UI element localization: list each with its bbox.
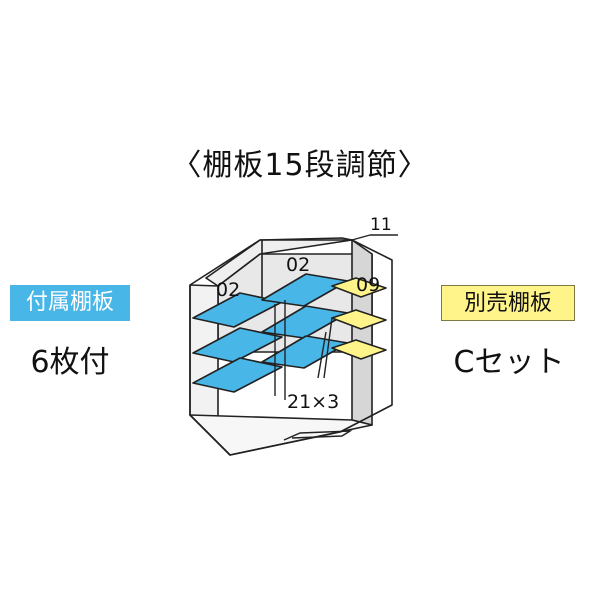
label-mid-panel: 02 xyxy=(286,254,310,276)
label-bottom: 21×3 xyxy=(287,391,339,413)
top-frame xyxy=(205,237,353,287)
label-right-panel: 09 xyxy=(356,274,380,296)
leader-11 xyxy=(351,234,371,241)
page-title: 〈棚板15段調節〉 xyxy=(171,148,429,183)
optional-shelf-1 xyxy=(331,277,387,298)
outer-outline xyxy=(189,239,393,456)
right-wall xyxy=(351,239,373,426)
label-left-panel: 02 xyxy=(216,279,240,301)
optional-shelves-set: Cセット xyxy=(453,345,565,380)
leader-21x3-a xyxy=(317,331,327,379)
included-shelf-left-3 xyxy=(192,357,283,393)
leader-21x3-b xyxy=(323,317,333,379)
optional-shelves xyxy=(331,277,387,360)
included-shelves-badge: 付属棚板 xyxy=(10,285,130,321)
base-rail xyxy=(283,430,353,441)
optional-shelf-2 xyxy=(331,309,387,330)
included-shelves xyxy=(192,273,349,393)
posts xyxy=(274,234,398,441)
included-shelf-left-2 xyxy=(192,327,283,363)
label-top: 11 xyxy=(370,215,392,235)
included-shelves-count: 6枚付 xyxy=(30,345,110,380)
optional-shelves-badge: 別売棚板 xyxy=(441,285,575,321)
optional-shelf-3 xyxy=(331,339,387,360)
